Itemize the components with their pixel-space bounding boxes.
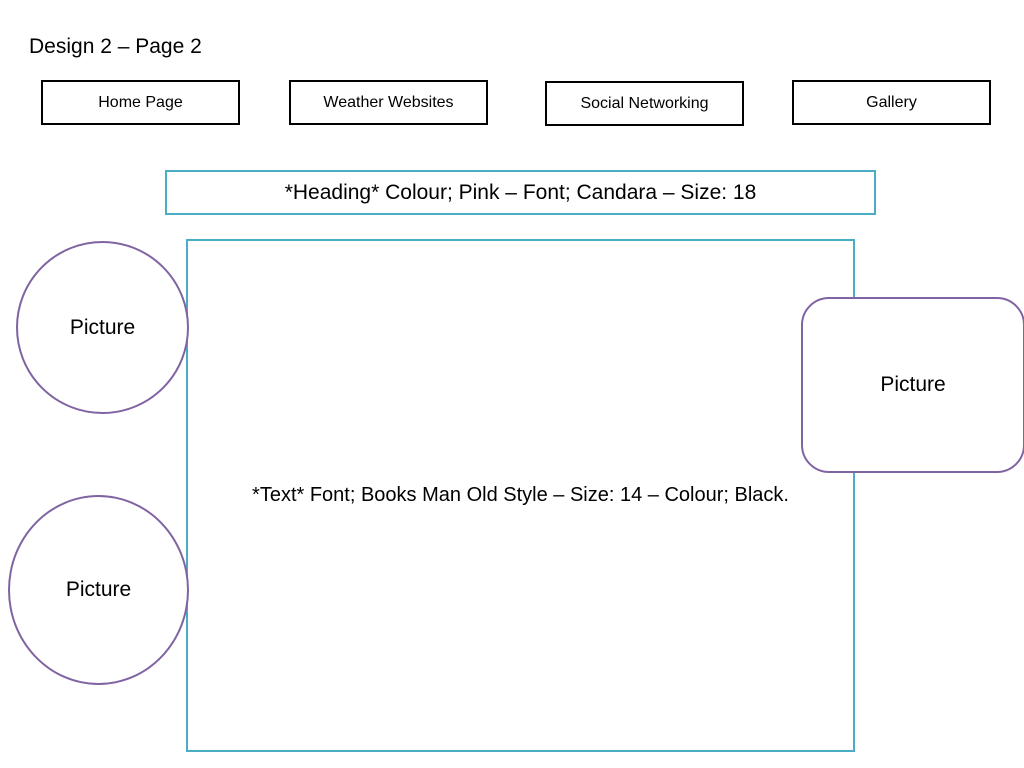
picture-label: Picture bbox=[65, 578, 132, 601]
weather-websites-button[interactable]: Weather Websites bbox=[289, 80, 488, 125]
gallery-button[interactable]: Gallery bbox=[792, 80, 991, 125]
picture-label: Picture bbox=[69, 315, 136, 339]
heading-placeholder: *Heading* Colour; Pink – Font; Candara –… bbox=[165, 170, 876, 215]
picture-placeholder-right: Picture bbox=[801, 297, 1024, 473]
page-title: Design 2 – Page 2 bbox=[29, 35, 202, 58]
picture-placeholder-bottom-left: Picture bbox=[8, 495, 189, 685]
social-networking-button[interactable]: Social Networking bbox=[545, 81, 744, 126]
picture-label: Picture bbox=[880, 373, 946, 396]
content-text: *Text* Font; Books Man Old Style – Size:… bbox=[252, 484, 789, 506]
home-page-button[interactable]: Home Page bbox=[41, 80, 240, 125]
picture-placeholder-top-left: Picture bbox=[16, 241, 189, 414]
content-text-placeholder: *Text* Font; Books Man Old Style – Size:… bbox=[186, 239, 855, 752]
